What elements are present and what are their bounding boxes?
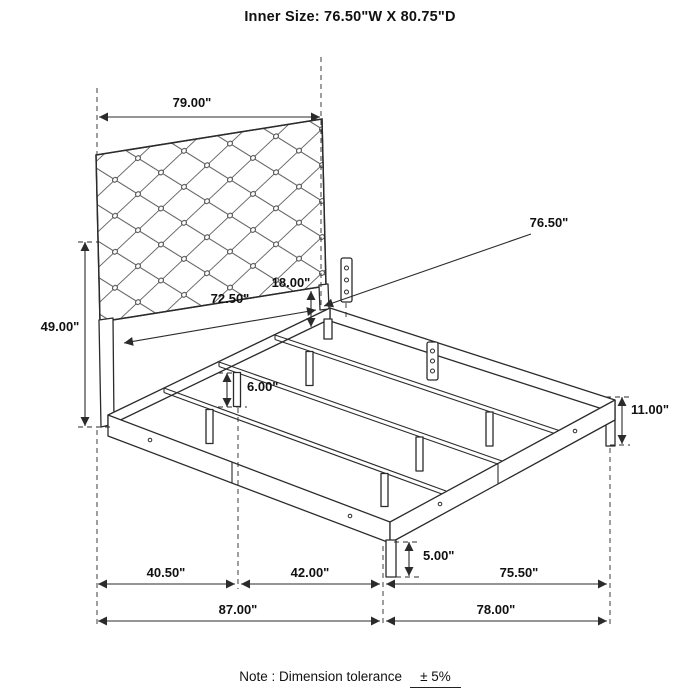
dim-headboard-rail-gap: 18.00" [272, 275, 316, 327]
tolerance-note-value: ± 5% [410, 669, 461, 688]
head-right-leg [323, 318, 333, 340]
mounting-bracket [426, 341, 439, 381]
headboard-left-post [98, 317, 115, 428]
slat-leg [485, 411, 494, 447]
dim-floor-center-span: 42.00" [241, 565, 380, 589]
dim-floor-depth-total-label: 87.00" [219, 602, 258, 617]
bolt-hole [347, 513, 353, 519]
mounting-bracket [340, 257, 353, 303]
dim-headboard-inner-width-label: 72.50" [211, 291, 250, 306]
dim-rail-width-label: 76.50" [530, 215, 569, 230]
dim-floor-center-span-label: 42.00" [291, 565, 330, 580]
center-slat [274, 334, 560, 447]
extension-lines [78, 57, 630, 627]
dim-center-leg-height: 6.00" [222, 373, 278, 407]
slat-leg [415, 436, 424, 472]
dim-floor-left-span: 40.50" [98, 565, 235, 589]
bolt-hole [437, 501, 443, 507]
slat-leg [305, 350, 314, 387]
center-slat [163, 387, 447, 508]
dim-foot-leg-height-label: 5.00" [423, 548, 454, 563]
slat-leg-measured [232, 371, 242, 408]
dim-rail-width: 76.50" [323, 215, 569, 308]
dim-center-leg-height-label: 6.00" [247, 379, 278, 394]
dim-rail-height: 11.00" [617, 397, 669, 444]
foot-left-leg [385, 539, 397, 578]
dimension-annotations: 79.00" 49.00" 72.50" 18.00" 76.50" 6.00" [41, 95, 669, 626]
dim-headboard-height-label: 49.00" [41, 319, 80, 334]
dim-floor-right-span-label: 75.50" [500, 565, 539, 580]
dim-floor-left-span-label: 40.50" [147, 565, 186, 580]
right-side-rail [329, 307, 616, 414]
dim-top-width: 79.00" [99, 95, 320, 122]
foot-rail [389, 399, 616, 544]
dim-foot-leg-height: 5.00" [404, 542, 454, 576]
dim-top-width-label: 79.00" [173, 95, 212, 110]
tolerance-note-text: Note : Dimension tolerance [239, 669, 403, 684]
dim-floor-width-total-label: 78.00" [477, 602, 516, 617]
inner-size-title: Inner Size: 76.50"W X 80.75"D [244, 9, 456, 25]
tolerance-note: Note : Dimension tolerance ± 5% [0, 669, 700, 688]
dim-floor-depth-total: 87.00" [98, 602, 380, 626]
bed-frame [107, 257, 616, 578]
headboard-right-post [318, 283, 330, 311]
left-side-rail [107, 414, 391, 544]
bolt-hole [147, 437, 153, 443]
center-slat [218, 361, 503, 472]
dim-headboard-rail-gap-label: 18.00" [272, 275, 311, 290]
headboard [95, 118, 330, 428]
dim-headboard-inner-width: 72.50" [123, 291, 317, 346]
dim-floor-width-total: 78.00" [386, 602, 607, 626]
bolt-hole [572, 428, 578, 434]
dim-floor-right-span: 75.50" [386, 565, 607, 589]
dim-rail-height-label: 11.00" [631, 402, 669, 417]
dim-headboard-height: 49.00" [41, 242, 90, 426]
slat-leg [205, 408, 214, 445]
slat-leg [380, 472, 389, 508]
